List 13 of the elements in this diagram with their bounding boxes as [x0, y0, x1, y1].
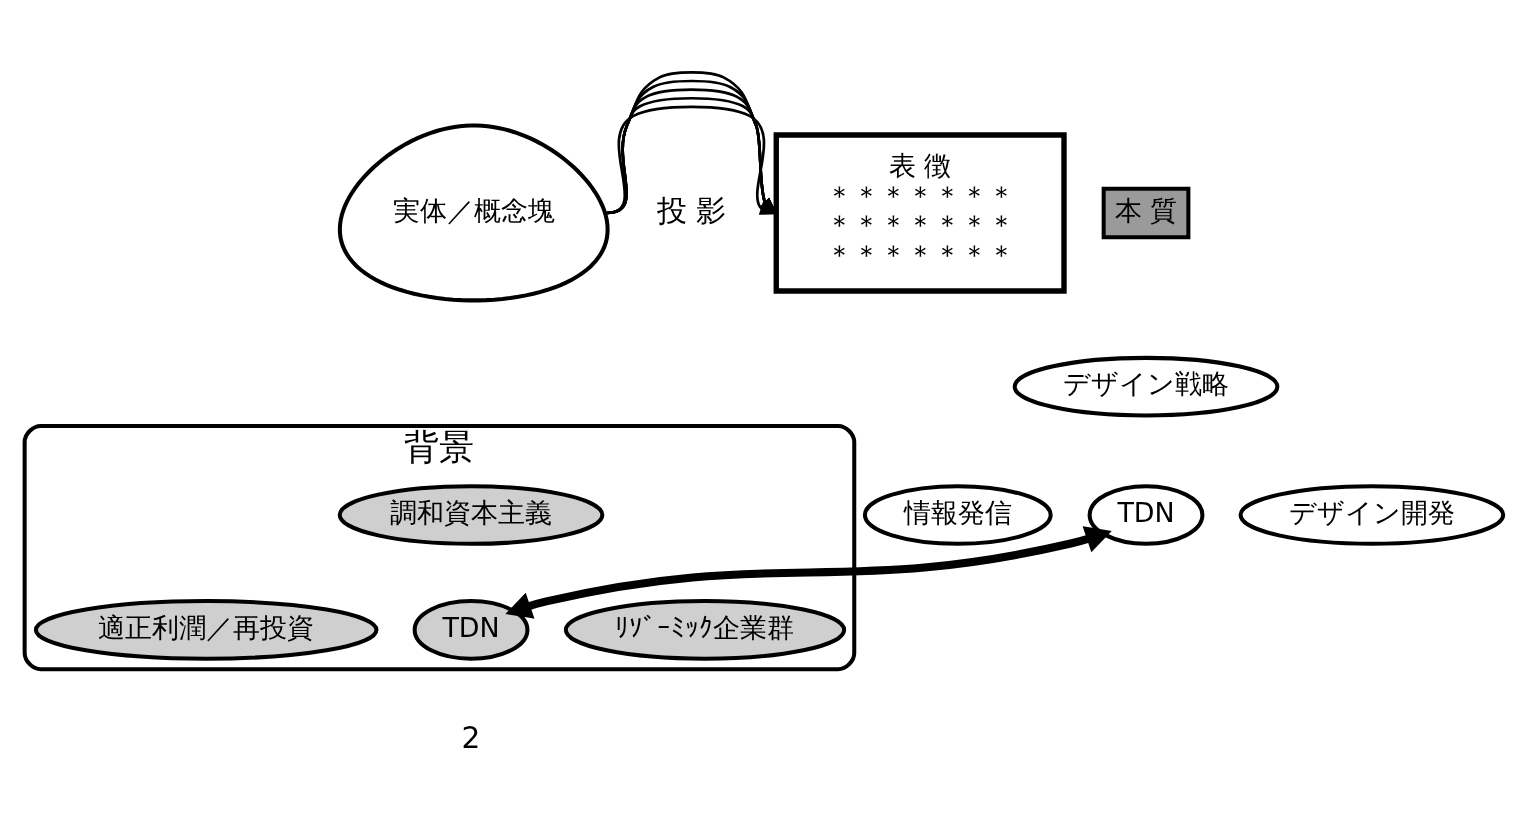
- node-ellipse: 適正利潤／再投資: [33, 598, 379, 661]
- label: 2: [461, 720, 481, 755]
- node-ellipse: ﾘｿﾞｰﾐｯｸ企業群: [563, 598, 847, 661]
- node-ellipse: 調和資本主義: [337, 483, 605, 546]
- arrow: [505, 525, 1112, 619]
- label: 投 影: [656, 193, 727, 227]
- node-ellipse: デザイン開発: [1238, 483, 1506, 546]
- node-box: 表 徴 ＊＊＊＊＊＊＊ ＊＊＊＊＊＊＊ ＊＊＊＊＊＊＊: [773, 131, 1067, 294]
- node-box: 本 質: [1101, 186, 1191, 239]
- node-ellipse: TDN: [412, 598, 530, 661]
- node-ellipse: TDN: [1087, 483, 1205, 546]
- node-ellipse: 情報発信: [862, 483, 1053, 546]
- node-ellipse: デザイン戦略: [1012, 355, 1280, 418]
